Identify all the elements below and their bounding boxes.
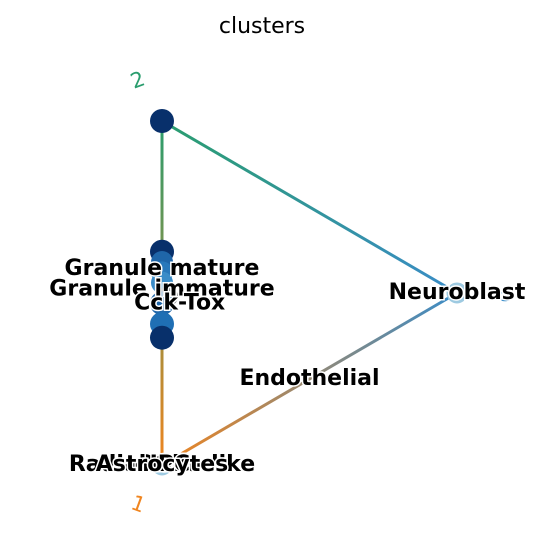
segment-1-0: [161, 291, 458, 467]
segment-2-0: [161, 119, 458, 295]
chart-title: clusters: [219, 14, 305, 39]
tip-label-0: 0: [493, 287, 519, 304]
cluster-label-8: Astrocytes: [96, 452, 229, 477]
cluster-label-1: Granule immature: [49, 277, 274, 302]
cluster-label-7: nIPC: [134, 452, 190, 477]
cluster-point-0: [150, 109, 174, 133]
cluster-label-5: OPC: [137, 452, 188, 477]
tip-label-2: 2: [127, 66, 148, 93]
tip-label-1: 1: [128, 490, 149, 517]
cluster-label-0: Granule mature: [65, 256, 260, 281]
cluster-label-3: Neuroblast: [389, 280, 526, 305]
cluster-point-10: [446, 282, 468, 304]
cluster-point-6: [150, 291, 174, 316]
cluster-label-2: Cck-Tox: [134, 290, 225, 315]
cluster-label-6: Radial Glia-like: [69, 452, 255, 477]
cluster-label-4: Endothelial: [239, 366, 379, 391]
cluster-point-8: [150, 325, 174, 350]
cluster-point-9: [151, 454, 173, 476]
cluster-points: [150, 109, 468, 476]
